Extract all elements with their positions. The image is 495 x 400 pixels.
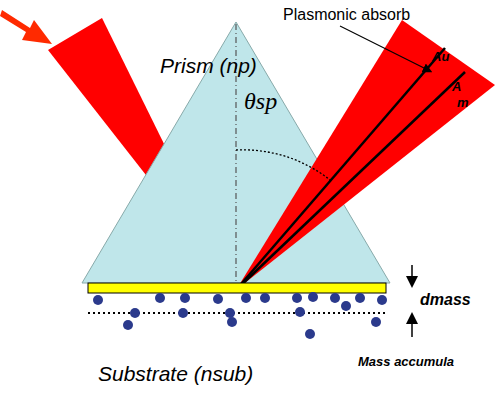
prism-label: Prism (np) xyxy=(160,54,257,77)
incident-arrow xyxy=(0,10,52,44)
substrate-label: Substrate (nsub) xyxy=(98,362,253,385)
material-label: A xyxy=(452,80,461,94)
thickness-arrow xyxy=(411,265,413,282)
molecules xyxy=(93,292,387,339)
material-label: Au xyxy=(432,50,449,64)
reflected-beam xyxy=(236,20,495,290)
region-label: Mass accumula xyxy=(358,355,454,369)
absorption-line xyxy=(236,48,445,290)
material-label: m xyxy=(457,96,469,110)
angle-arc xyxy=(236,150,330,180)
thickness-label: dmass xyxy=(420,291,471,309)
thickness-arrow xyxy=(411,318,413,337)
annotation-label: Plasmonic absorb xyxy=(283,6,410,24)
angle-label: θsp xyxy=(244,88,277,114)
absorption-line xyxy=(236,72,465,290)
leader-line xyxy=(340,26,428,70)
gold-film xyxy=(88,283,386,293)
